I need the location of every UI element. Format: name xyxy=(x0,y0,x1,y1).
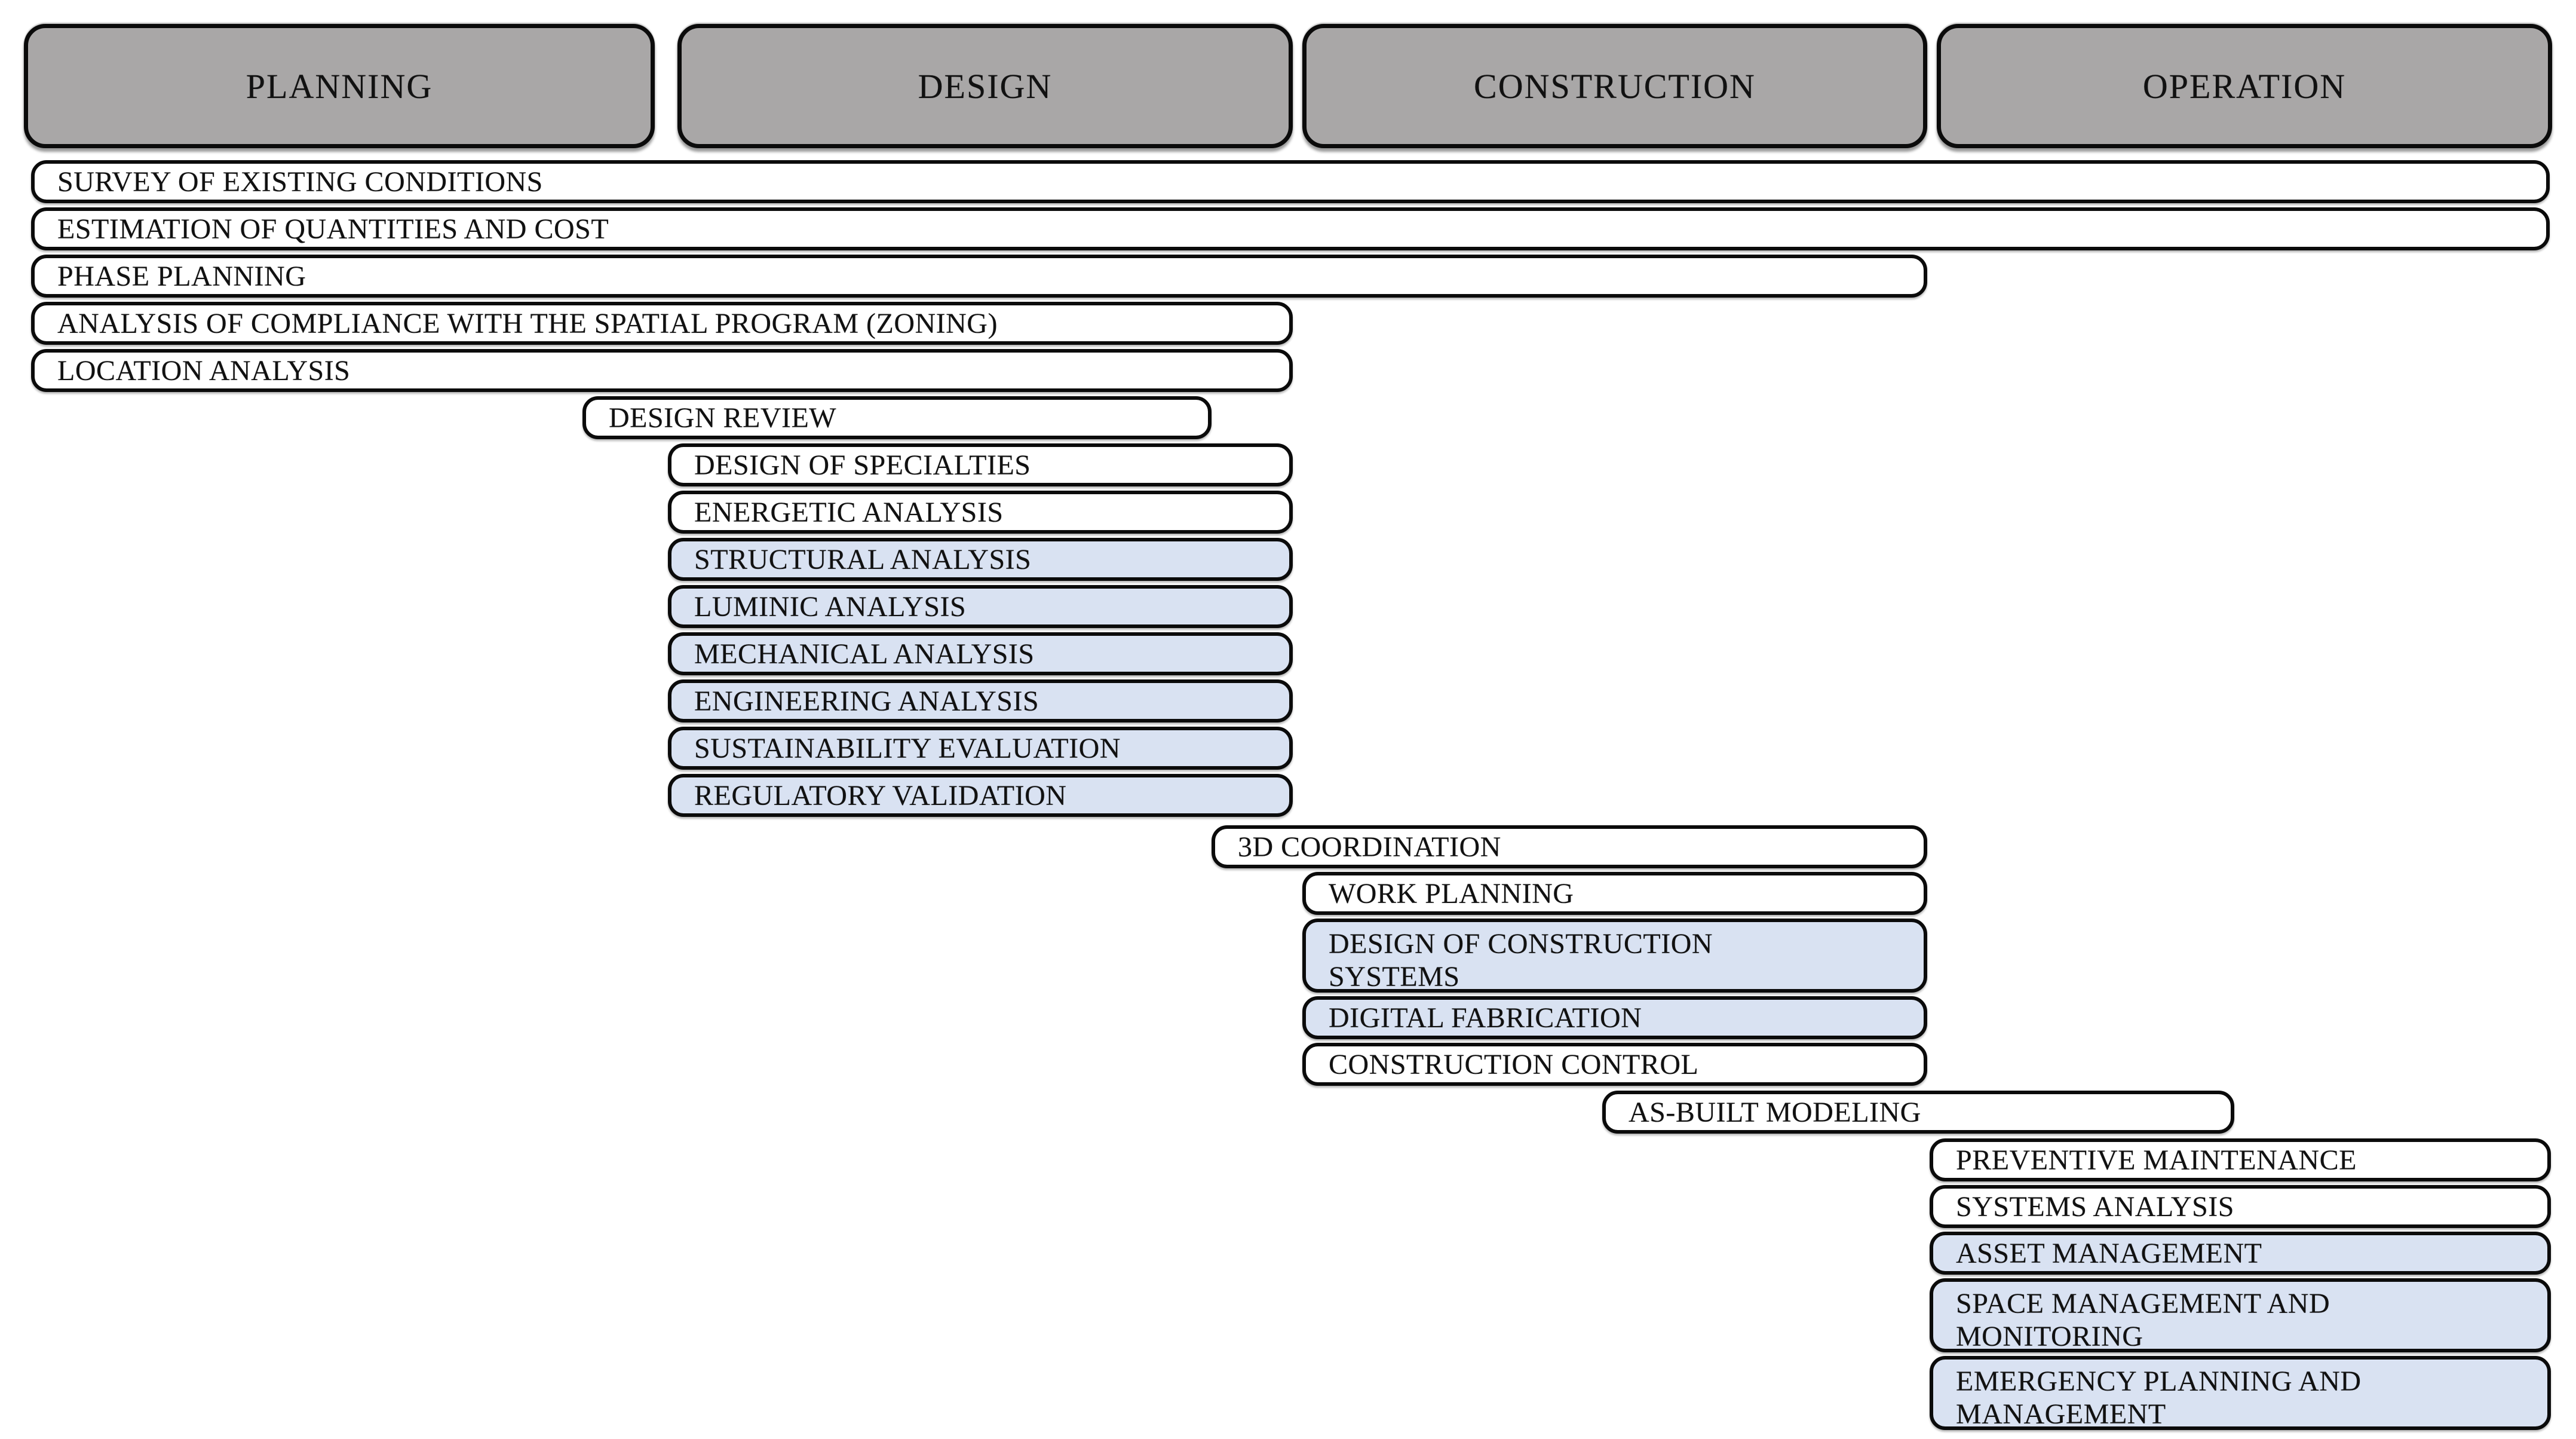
use-bar-location-analysis: LOCATION ANALYSIS xyxy=(31,349,1293,392)
phase-header-construction: CONSTRUCTION xyxy=(1302,24,1927,148)
use-bar-label: CONSTRUCTION CONTROL xyxy=(1329,1048,1698,1081)
use-bar-label-line: MECHANICAL ANALYSIS xyxy=(694,638,1035,670)
use-bar-label-line: AS-BUILT MODELING xyxy=(1629,1096,1921,1128)
use-bar-label-line: SYSTEMS ANALYSIS xyxy=(1956,1190,2234,1223)
use-bar-luminic-analysis: LUMINIC ANALYSIS xyxy=(668,585,1293,628)
use-bar-analysis-of-compliance-with-the-spatial-program-zoning: ANALYSIS OF COMPLIANCE WITH THE SPATIAL … xyxy=(31,302,1293,345)
phase-header-operation: OPERATION xyxy=(1937,24,2552,148)
use-bar-work-planning: WORK PLANNING xyxy=(1302,872,1927,915)
use-bar-label: 3D COORDINATION xyxy=(1238,831,1501,864)
use-bar-label: SYSTEMS ANALYSIS xyxy=(1956,1190,2234,1223)
use-bar-label: ANALYSIS OF COMPLIANCE WITH THE SPATIAL … xyxy=(57,307,998,340)
use-bar-systems-analysis: SYSTEMS ANALYSIS xyxy=(1930,1185,2551,1228)
use-bar-label-line: REGULATORY VALIDATION xyxy=(694,779,1067,812)
use-bar-label-line: PHASE PLANNING xyxy=(57,260,306,292)
use-bar-label-line: MANAGEMENT xyxy=(1956,1398,2166,1430)
use-bar-label-line: ASSET MANAGEMENT xyxy=(1956,1237,2262,1269)
use-bar-label-line: LUMINIC ANALYSIS xyxy=(694,590,967,623)
use-bar-label-line: ENERGETIC ANALYSIS xyxy=(694,496,1004,528)
use-bar-regulatory-validation: REGULATORY VALIDATION xyxy=(668,774,1293,817)
use-bar-label-line: ENGINEERING ANALYSIS xyxy=(694,685,1039,717)
use-bar-label-line: SPACE MANAGEMENT AND xyxy=(1956,1288,2330,1319)
use-bar-phase-planning: PHASE PLANNING xyxy=(31,255,1927,298)
use-bar-label-line: WORK PLANNING xyxy=(1329,877,1574,910)
use-bar-label-line: SURVEY OF EXISTING CONDITIONS xyxy=(57,166,543,198)
use-bar-label-line: SUSTAINABILITY EVALUATION xyxy=(694,732,1121,764)
use-bar-asset-management: ASSET MANAGEMENT xyxy=(1930,1232,2551,1275)
use-bar-label-line: DESIGN OF SPECIALTIES xyxy=(694,449,1031,481)
use-bar-label: DESIGN OF SPECIALTIES xyxy=(694,449,1031,482)
use-bar-sustainability-evaluation: SUSTAINABILITY EVALUATION xyxy=(668,727,1293,770)
use-bar-label: ENGINEERING ANALYSIS xyxy=(694,685,1039,718)
use-bar-label: LOCATION ANALYSIS xyxy=(57,354,350,387)
use-bar-label-line: STRUCTURAL ANALYSIS xyxy=(694,543,1032,575)
use-bar-mechanical-analysis: MECHANICAL ANALYSIS xyxy=(668,632,1293,675)
use-bar-label-line: DIGITAL FABRICATION xyxy=(1329,1002,1642,1034)
use-bar-as-built-modeling: AS-BUILT MODELING xyxy=(1602,1091,2234,1134)
use-bar-label-line: ANALYSIS OF COMPLIANCE WITH THE SPATIAL … xyxy=(57,307,998,339)
use-bar-label-line: ESTIMATION OF QUANTITIES AND COST xyxy=(57,213,609,245)
use-bar-label-line: SYSTEMS xyxy=(1329,961,1460,993)
use-bar-label: DIGITAL FABRICATION xyxy=(1329,1002,1642,1034)
use-bar-design-review: DESIGN REVIEW xyxy=(582,396,1212,439)
use-bar-structural-analysis: STRUCTURAL ANALYSIS xyxy=(668,538,1293,581)
use-bar-digital-fabrication: DIGITAL FABRICATION xyxy=(1302,996,1927,1039)
use-bar-energetic-analysis: ENERGETIC ANALYSIS xyxy=(668,491,1293,534)
use-bar-label-line: MONITORING xyxy=(1956,1321,2143,1352)
use-bar-label-line: CONSTRUCTION CONTROL xyxy=(1329,1048,1699,1080)
phase-header-design: DESIGN xyxy=(677,24,1293,148)
use-bar-survey-of-existing-conditions: SURVEY OF EXISTING CONDITIONS xyxy=(31,160,2550,203)
use-bar-label: AS-BUILT MODELING xyxy=(1629,1096,1921,1129)
use-bar-label: SURVEY OF EXISTING CONDITIONS xyxy=(57,166,543,198)
use-bar-label: LUMINIC ANALYSIS xyxy=(694,590,966,623)
use-bar-construction-control: CONSTRUCTION CONTROL xyxy=(1302,1043,1927,1086)
use-bar-label-line: PREVENTIVE MAINTENANCE xyxy=(1956,1144,2357,1176)
use-bar-label: PHASE PLANNING xyxy=(57,260,306,293)
use-bar-label: ENERGETIC ANALYSIS xyxy=(694,496,1004,529)
use-bar-label: SUSTAINABILITY EVALUATION xyxy=(694,732,1121,765)
use-bar-3d-coordination: 3D COORDINATION xyxy=(1212,825,1927,868)
use-bar-label: PREVENTIVE MAINTENANCE xyxy=(1956,1144,2357,1177)
phase-header-planning: PLANNING xyxy=(24,24,655,148)
use-bar-label: WORK PLANNING xyxy=(1329,877,1574,910)
use-bar-label-line: LOCATION ANALYSIS xyxy=(57,354,351,387)
use-bar-preventive-maintenance: PREVENTIVE MAINTENANCE xyxy=(1930,1138,2551,1181)
use-bar-estimation-of-quantities-and-cost: ESTIMATION OF QUANTITIES AND COST xyxy=(31,207,2550,250)
use-bar-label-line: DESIGN OF CONSTRUCTION xyxy=(1329,928,1713,960)
use-bar-label: ESTIMATION OF QUANTITIES AND COST xyxy=(57,213,609,246)
use-bar-label-line: EMERGENCY PLANNING AND xyxy=(1956,1365,2362,1397)
use-bar-label: ASSET MANAGEMENT xyxy=(1956,1237,2262,1270)
use-bar-design-of-specialties: DESIGN OF SPECIALTIES xyxy=(668,443,1293,486)
use-bar-label-line: 3D COORDINATION xyxy=(1238,831,1501,863)
use-bar-engineering-analysis: ENGINEERING ANALYSIS xyxy=(668,679,1293,722)
use-bar-label-line: DESIGN REVIEW xyxy=(609,402,837,434)
use-bar-label: STRUCTURAL ANALYSIS xyxy=(694,543,1031,576)
use-bar-label: MECHANICAL ANALYSIS xyxy=(694,638,1035,670)
use-bar-label: REGULATORY VALIDATION xyxy=(694,779,1066,812)
use-bar-label: DESIGN REVIEW xyxy=(609,402,836,434)
